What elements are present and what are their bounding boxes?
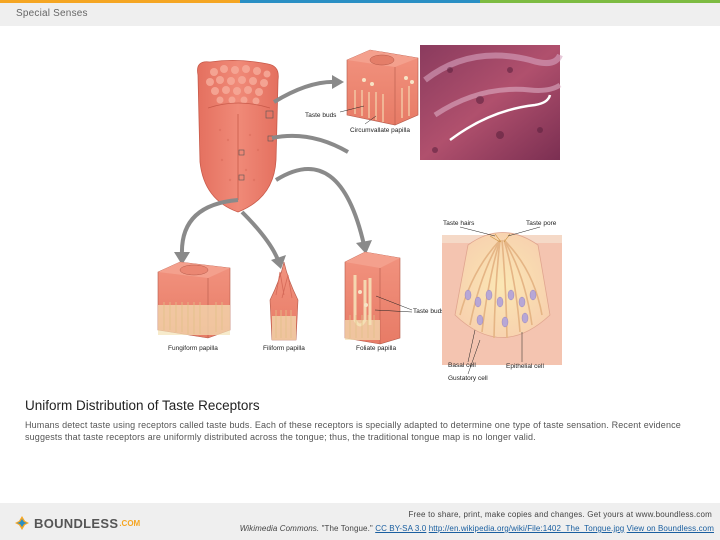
label-taste-buds-top: Taste buds [305,112,337,119]
label-circumvallate-papilla: Circumvallate papilla [350,127,410,134]
label-foliate-papilla: Foliate papilla [356,345,396,352]
view-on-boundless-link[interactable]: View on Boundless.com [626,524,714,533]
tongue-diagram: Taste buds Circumvallate papilla Fungifo… [157,45,563,382]
circumvallate-block [346,49,419,126]
share-notice: Free to share, print, make copies and ch… [408,510,712,519]
source-name: Wikimedia Commons. [239,524,320,533]
source-url-link[interactable]: http://en.wikipedia.org/wiki/File:1402_T… [428,524,625,533]
tongue-illustration-main [197,60,279,213]
foliate-block [344,251,401,345]
filiform-block [269,261,299,341]
boundless-logo[interactable]: BOUNDLESS .COM [14,515,140,531]
caption-body: Humans detect taste using receptors call… [25,420,681,442]
boundless-logo-icon [15,516,29,530]
accent-stripe-orange [0,0,240,3]
license-link[interactable]: CC BY-SA 3.0 [375,524,427,533]
footer: BOUNDLESS .COM Free to share, print, mak… [0,503,720,540]
attribution-line: Wikimedia Commons. "The Tongue." CC BY-S… [240,524,714,533]
top-bar: Special Senses [0,0,720,26]
taste-bud-detail [442,232,562,365]
accent-stripe-green [480,0,720,3]
logo-suffix: .COM [119,518,141,528]
micrograph-image [420,45,563,160]
label-epithelial-cell: Epithelial cell [506,363,544,370]
section-title: Special Senses [16,8,88,19]
label-fungiform-papilla: Fungiform papilla [168,345,218,352]
label-gustatory-cell: Gustatory cell [448,375,488,382]
label-taste-buds-mid: Taste buds [413,308,445,315]
label-taste-hairs: Taste hairs [443,220,475,227]
accent-stripe-blue [240,0,480,3]
label-basal-cell: Basal cell [448,362,476,369]
logo-text: BOUNDLESS [34,515,119,531]
tongue-illustration: Taste buds Circumvallate papilla Fungifo… [150,40,570,390]
caption-title: Uniform Distribution of Taste Receptors [25,398,260,413]
fungiform-block [157,261,231,339]
source-title: "The Tongue." [321,524,373,533]
label-taste-pore: Taste pore [526,220,557,227]
label-filiform-papilla: Filiform papilla [263,345,305,352]
